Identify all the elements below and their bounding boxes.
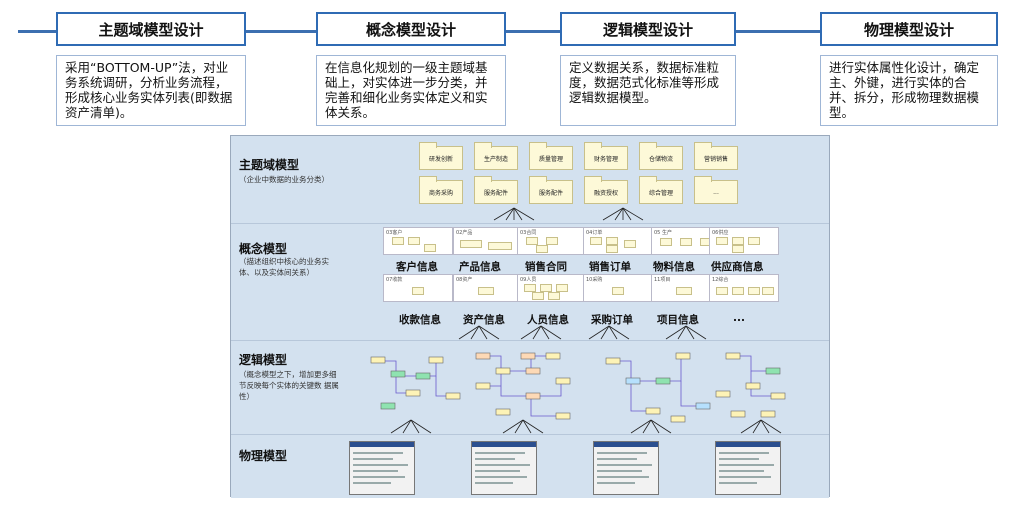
entity-label: 项目信息 (657, 314, 699, 326)
domain-folder: 综合管理 (639, 176, 683, 204)
entity-box-caption: 11项目 (654, 277, 671, 283)
entity-label: 人员信息 (527, 314, 569, 326)
stage-desc-3: 定义数据关系，数据标准粒度，数据范式化标准等形成逻辑数据模型。 (560, 55, 736, 126)
layer-name: 主题域模型 (239, 158, 300, 172)
layer-subtitle: （描述组织中核心的业务实体、以及实体间关系） (239, 257, 329, 277)
entity-box-caption: 09人员 (520, 277, 537, 283)
entity-label: 供应商信息 (711, 261, 764, 273)
domain-folder: 营销销售 (694, 142, 738, 170)
entity-label: 收款信息 (399, 314, 441, 326)
stage-title-3: 逻辑模型设计 (560, 12, 736, 46)
domain-folder: 服务配件 (474, 176, 518, 204)
model-layers-panel: 主题域模型 （企业中数据的业务分类） 研发创新 生产制造 质量管理 财务管理 仓… (230, 135, 830, 498)
layer-name: 物理模型 (239, 449, 288, 463)
entity-label: ... (733, 312, 745, 324)
entity-group-box: 06供应 (709, 227, 779, 255)
database-screenshot-thumb (349, 441, 415, 495)
stage-title-4: 物理模型设计 (820, 12, 998, 46)
database-screenshot-thumb (593, 441, 659, 495)
layer-band-logical: 逻辑模型 （概念模型之下，增加更多细节反映每个实体的关键数 据属性） (231, 340, 829, 435)
entity-group-box: 02产品 (453, 227, 523, 255)
layer-band-conceptual: 概念模型 （描述组织中核心的业务实体、以及实体间关系） 03客户 02产品 03… (231, 223, 829, 341)
domain-folder: ... (694, 176, 738, 204)
entity-group-box: 08资产 (453, 274, 523, 302)
domain-folder: 融资授权 (584, 176, 628, 204)
entity-group-box: 03合同 (517, 227, 587, 255)
database-screenshot-thumb (715, 441, 781, 495)
layer-name: 逻辑模型 (239, 353, 288, 367)
entity-label: 采购订单 (591, 314, 633, 326)
domain-folder: 财务管理 (584, 142, 628, 170)
stage-desc-4: 进行实体属性化设计，确定主、外键，进行实体的合并、拆分，形成物理数据模型。 (820, 55, 998, 126)
domain-folder: 仓储物流 (639, 142, 683, 170)
entity-group-box: 07收款 (383, 274, 453, 302)
entity-group-box: 09人员 (517, 274, 587, 302)
entity-label: 物料信息 (653, 261, 695, 273)
entity-box-caption: 12综合 (712, 277, 729, 283)
entity-box-caption: 05 生产 (654, 230, 672, 236)
entity-group-box: 04订单 (583, 227, 653, 255)
entity-box-caption: 08资产 (456, 277, 473, 283)
entity-box-caption: 07收款 (386, 277, 403, 283)
entity-label: 产品信息 (459, 261, 501, 273)
layer-connector-arrows (390, 207, 782, 434)
stage-title-2: 概念模型设计 (316, 12, 506, 46)
entity-label: 销售订单 (589, 261, 631, 273)
entity-label: 客户信息 (396, 261, 438, 273)
database-screenshot-thumb (471, 441, 537, 495)
layer-band-physical: 物理模型 (231, 434, 829, 498)
entity-box-caption: 02产品 (456, 230, 473, 236)
domain-folder: 商务采购 (419, 176, 463, 204)
entity-label: 销售合同 (525, 261, 567, 273)
logical-model-diagrams (370, 352, 786, 423)
entity-box-caption: 04订单 (586, 230, 603, 236)
stage-title-1: 主题域模型设计 (56, 12, 246, 46)
stage-desc-2: 在信息化规划的一级主题域基础上，对实体进一步分类，并完善和细化业务实体定义和实体… (316, 55, 506, 126)
entity-group-box: 03客户 (383, 227, 453, 255)
entity-group-box: 10采购 (583, 274, 653, 302)
layer-subtitle: （企业中数据的业务分类） (239, 175, 329, 184)
entity-box-caption: 06供应 (712, 230, 729, 236)
stage-desc-1: 采用“BOTTOM-UP”法，对业务系统调研，分析业务流程，形成核心业务实体列表… (56, 55, 246, 126)
domain-folder: 质量管理 (529, 142, 573, 170)
domain-folder: 生产制造 (474, 142, 518, 170)
domain-folder: 研发创新 (419, 142, 463, 170)
entity-box-caption: 10采购 (586, 277, 603, 283)
entity-box-caption: 03客户 (386, 230, 403, 236)
layer-band-subject-domain: 主题域模型 （企业中数据的业务分类） 研发创新 生产制造 质量管理 财务管理 仓… (231, 136, 829, 223)
layer-name: 概念模型 (239, 242, 288, 256)
entity-box-caption: 03合同 (520, 230, 537, 236)
domain-folder: 服务配件 (529, 176, 573, 204)
entity-group-box: 12综合 (709, 274, 779, 302)
entity-label: 资产信息 (463, 314, 505, 326)
layer-subtitle: （概念模型之下，增加更多细节反映每个实体的关键数 据属性） (239, 370, 339, 401)
